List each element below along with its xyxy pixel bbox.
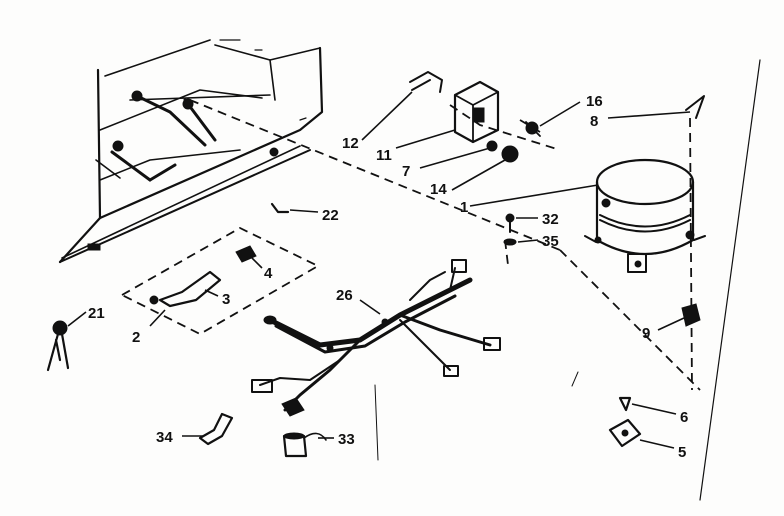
label-part-34: 34 [156, 429, 173, 446]
label-part-4: 4 [264, 265, 273, 282]
part-labels: 1 2 3 4 5 6 7 8 9 11 12 14 16 21 22 26 3… [88, 93, 688, 461]
probe-tip [149, 295, 159, 305]
harness-connector-lower [443, 365, 459, 377]
label-part-12: 12 [342, 135, 359, 152]
label-part-7: 7 [402, 163, 410, 180]
label-part-2: 2 [132, 329, 140, 346]
label-part-3: 3 [222, 291, 230, 308]
label-part-1: 1 [460, 199, 468, 216]
harness-connector-top [451, 259, 467, 273]
probe-part-3 [158, 270, 222, 308]
bracket-part-5 [608, 418, 642, 448]
compressor-mount-left [594, 236, 602, 244]
compressor-mount-bottom [634, 260, 642, 268]
compressor-part-1 [584, 158, 706, 273]
assembly-dashed-lines [189, 99, 701, 391]
label-part-9: 9 [642, 325, 650, 342]
label-part-35: 35 [542, 233, 559, 250]
cabinet-base-drawing [58, 39, 324, 264]
relay-assembly [409, 71, 705, 163]
bracket-hole [621, 429, 629, 437]
leader-lines [67, 91, 691, 449]
compressor-terminal [601, 198, 611, 208]
label-part-16: 16 [586, 93, 603, 110]
cabinet-foot [87, 243, 101, 251]
grommet-part-14 [501, 145, 519, 163]
label-part-26: 26 [336, 287, 353, 304]
kit-2-dashed-box [120, 226, 320, 336]
harness-plug-33 [281, 397, 305, 417]
bolt-part-6 [618, 396, 632, 412]
harness-connector-right [483, 337, 501, 351]
label-part-32: 32 [542, 211, 559, 228]
screw-part-7 [486, 140, 498, 152]
cabinet-bolt-4 [269, 147, 279, 157]
washer-part-35 [503, 238, 517, 246]
small-parts [46, 202, 701, 458]
harness-tie [381, 318, 389, 326]
harness-connector-left [251, 379, 273, 393]
label-part-33: 33 [338, 431, 355, 448]
cabinet-bolt-3 [182, 98, 194, 110]
scan-artifacts [374, 59, 761, 501]
cabinet-bolt-1 [112, 140, 124, 152]
label-part-6: 6 [680, 409, 688, 426]
harness-tie-2 [326, 344, 334, 352]
harness-end-left [263, 315, 277, 325]
label-part-5: 5 [678, 444, 686, 461]
label-part-22: 22 [322, 207, 339, 224]
label-part-8: 8 [590, 113, 598, 130]
wiring-harness-part-26 [251, 259, 501, 417]
cable-tie-part-21 [52, 320, 68, 336]
part-4-block [235, 245, 257, 263]
bracket-part-34 [198, 412, 234, 446]
relay-window [473, 107, 485, 123]
label-part-21: 21 [88, 305, 105, 322]
label-part-11: 11 [376, 147, 392, 164]
capacitor-top [283, 432, 305, 440]
screw-part-32 [505, 213, 515, 223]
compressor-mount-right [685, 230, 695, 240]
cabinet-bolt-2 [131, 90, 143, 102]
label-part-14: 14 [430, 181, 447, 198]
mount-part-9 [681, 303, 701, 327]
clip-part-22 [270, 202, 290, 214]
